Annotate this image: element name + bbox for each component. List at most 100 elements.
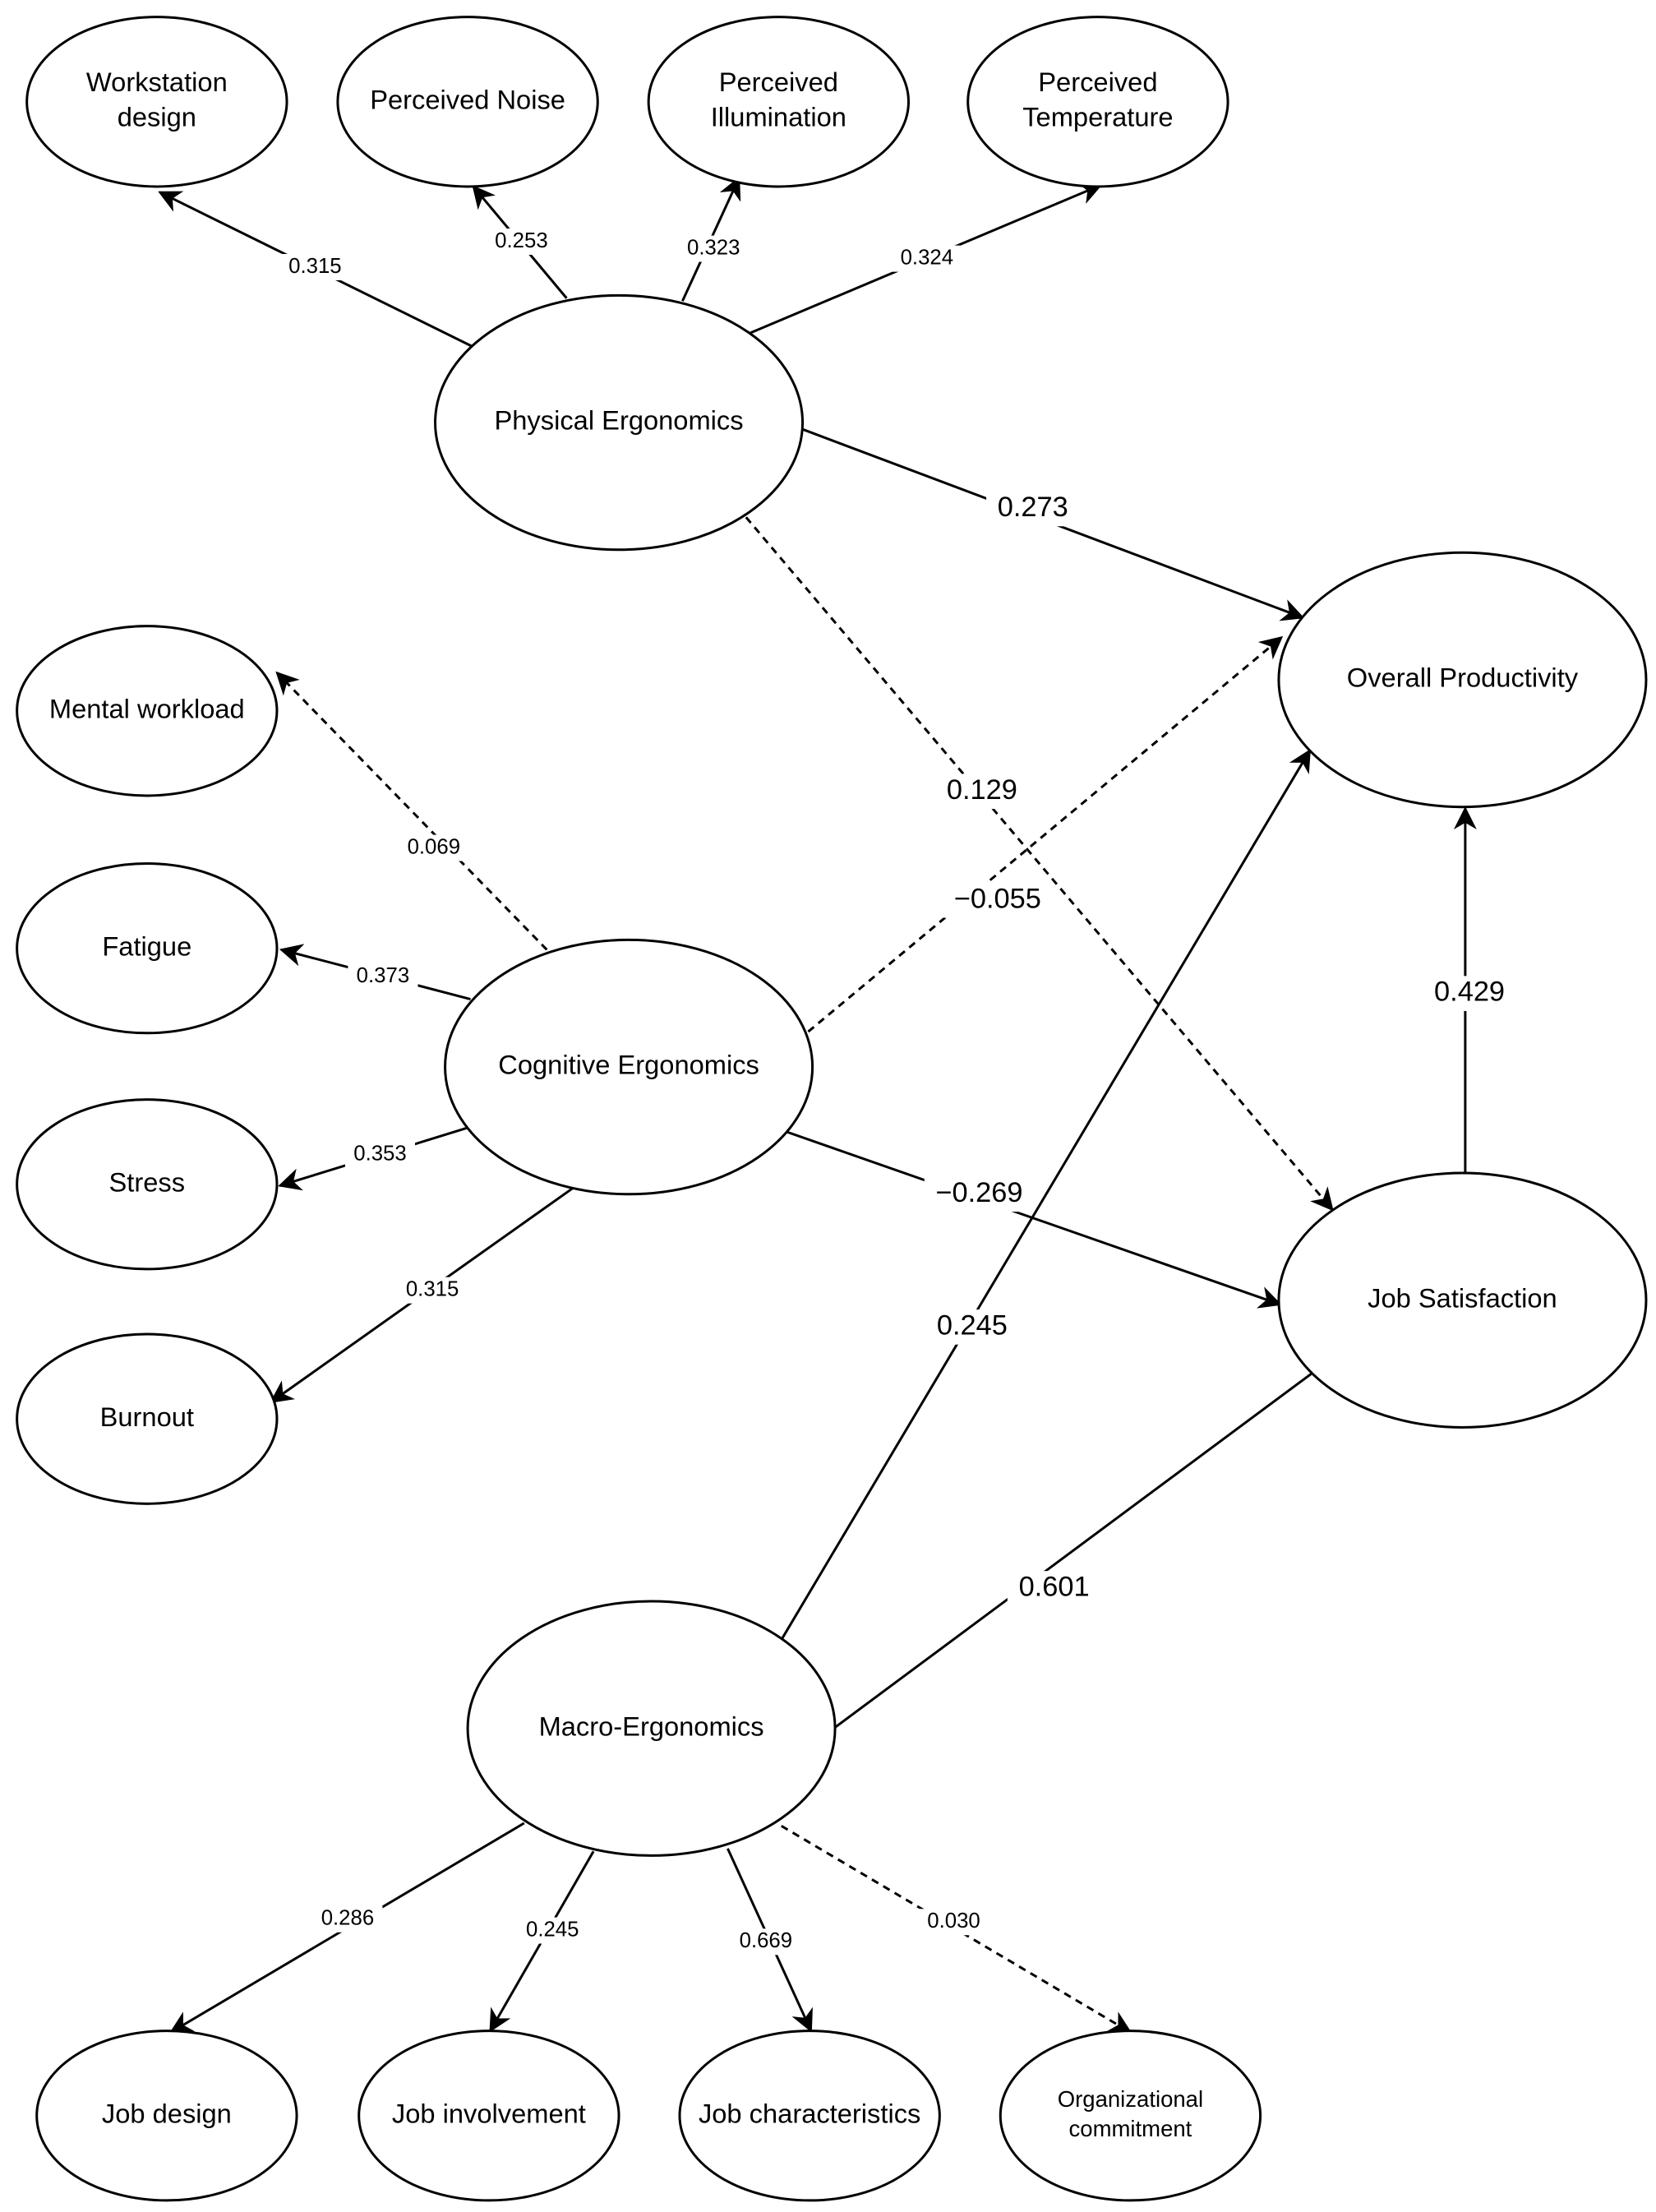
edge-label-me-ji: 0.245	[526, 1918, 579, 1941]
edge-js-op: 0.429	[1423, 806, 1516, 1174]
node-workstation-design: Workstation design	[25, 16, 288, 188]
edge-pe-ws: 0.315	[158, 191, 473, 348]
edge-label-bg-me-ji	[517, 1917, 588, 1944]
node-shape-physical-ergonomics	[434, 293, 805, 552]
edge-label-pe-pt: 0.324	[901, 246, 953, 269]
edge-me-ji: 0.245	[489, 1850, 595, 2033]
node-shape-job-design	[35, 2030, 298, 2202]
edge-pe-js: 0.129	[745, 516, 1334, 1212]
node-burnout: Burnout	[16, 1332, 279, 1505]
edge-line-ce-mw	[275, 671, 548, 951]
node-label-perceived-noise: Perceived Noise	[370, 84, 565, 114]
node-label-fatigue: Fatigue	[102, 931, 191, 961]
node-label-workstation-design-line-2: design	[118, 102, 196, 132]
edge-label-me-oc: 0.030	[927, 1910, 980, 1933]
node-shape-job-satisfaction	[1277, 1171, 1648, 1429]
node-label-cognitive-ergonomics: Cognitive Ergonomics	[498, 1050, 759, 1080]
node-shape-workstation-design	[25, 16, 288, 188]
node-label-macro-ergonomics: Macro-Ergonomics	[539, 1711, 764, 1741]
node-label-stress: Stress	[109, 1166, 186, 1197]
edge-label-bg-ce-mw	[399, 834, 469, 861]
edge-line-me-js	[833, 1352, 1340, 1729]
node-label-workstation-design-line-1: Workstation	[86, 67, 228, 97]
node-physical-ergonomics: Physical Ergonomics	[434, 293, 805, 552]
node-shape-perceived-temperature	[966, 16, 1229, 188]
edge-ce-fa: 0.373	[279, 944, 471, 1000]
node-label-perceived-temperature-line-2: Temperature	[1022, 102, 1173, 132]
edge-label-bg-me-jd	[312, 1905, 383, 1933]
node-label-organizational-commitment-line-2: commitment	[1069, 2116, 1192, 2141]
node-job-satisfaction: Job Satisfaction	[1277, 1171, 1648, 1429]
node-shape-stress	[16, 1098, 279, 1271]
node-label-job-satisfaction: Job Satisfaction	[1368, 1282, 1557, 1313]
edge-label-bg-pe-pt	[892, 245, 962, 272]
node-label-organizational-commitment-line-1: Organizational	[1058, 2086, 1203, 2112]
node-shape-overall-productivity	[1277, 551, 1648, 809]
nodes-layer: Workstation design Perceived Noise Perceive…	[16, 16, 1648, 2202]
edge-ce-js: −0.269	[786, 1130, 1282, 1309]
node-label-job-characteristics: Job characteristics	[699, 2098, 920, 2128]
node-cognitive-ergonomics: Cognitive Ergonomics	[444, 938, 814, 1196]
node-shape-fatigue	[16, 861, 279, 1035]
edge-label-me-js: 0.601	[1019, 1572, 1090, 1603]
node-label-job-involvement: Job involvement	[392, 2098, 586, 2128]
node-shape-perceived-noise	[336, 16, 599, 188]
edge-label-pe-js: 0.129	[947, 774, 1017, 806]
edge-label-me-jc: 0.669	[740, 1929, 792, 1952]
edge-label-bg-me-oc	[918, 1909, 989, 1936]
node-shape-mental-workload	[16, 625, 279, 797]
edge-label-bg-me-jc	[731, 1928, 801, 1956]
edge-me-op: 0.245	[778, 748, 1312, 1643]
node-label-physical-ergonomics: Physical Ergonomics	[494, 405, 743, 436]
edge-ce-st: 0.353	[278, 1126, 468, 1191]
node-mental-workload: Mental workload	[16, 625, 279, 797]
edge-label-ce-st: 0.353	[353, 1142, 406, 1165]
edge-label-bg-ce-op	[943, 882, 1053, 918]
node-label-overall-productivity: Overall Productivity	[1347, 663, 1579, 693]
node-label-mental-workload: Mental workload	[49, 693, 245, 723]
node-job-involvement: Job involvement	[357, 2030, 620, 2202]
edge-label-bg-pe-pn	[486, 229, 556, 255]
edge-line-ce-op	[807, 635, 1284, 1033]
node-macro-ergonomics: Macro-Ergonomics	[466, 1600, 837, 1857]
edge-label-pe-op: 0.273	[998, 492, 1068, 523]
edge-label-bg-js-op	[1423, 976, 1516, 1011]
edge-label-ce-js: −0.269	[935, 1177, 1022, 1208]
edge-line-pe-js	[745, 516, 1334, 1212]
node-shape-job-characteristics	[678, 2030, 941, 2202]
node-shape-organizational-commitment	[999, 2030, 1262, 2202]
edge-label-pe-ws: 0.315	[288, 255, 341, 278]
edge-label-pe-pn: 0.253	[495, 229, 547, 252]
node-label-perceived-illumination-line-1: Perceived	[719, 67, 838, 97]
node-shape-job-involvement	[357, 2030, 620, 2202]
edge-me-jc: 0.669	[727, 1848, 813, 2033]
edge-me-jd: 0.286	[169, 1822, 525, 2034]
edge-ce-op: −0.055	[807, 635, 1284, 1033]
edge-me-oc: 0.030	[781, 1825, 1132, 2034]
edge-label-ce-fa: 0.373	[357, 964, 409, 987]
edge-pe-pn: 0.253	[472, 185, 568, 299]
edge-ce-bu: 0.315	[270, 1187, 574, 1403]
node-job-characteristics: Job characteristics	[678, 2030, 941, 2202]
edge-label-bg-pe-ws	[279, 253, 350, 280]
node-shape-macro-ergonomics	[466, 1600, 837, 1857]
edge-label-ce-bu: 0.315	[406, 1278, 459, 1301]
edge-label-bg-pe-pi	[678, 235, 749, 262]
node-label-perceived-illumination-line-2: Illumination	[711, 102, 846, 132]
edge-line-me-op	[778, 748, 1312, 1643]
node-label-burnout: Burnout	[100, 1402, 194, 1432]
edge-label-ce-mw: 0.069	[408, 835, 460, 858]
edge-label-bg-me-op	[925, 1309, 1019, 1345]
node-fatigue: Fatigue	[16, 861, 279, 1035]
edge-line-ce-js	[786, 1130, 1282, 1309]
edge-pe-op: 0.273	[799, 427, 1305, 621]
node-shape-cognitive-ergonomics	[444, 938, 814, 1196]
edge-label-js-op: 0.429	[1434, 977, 1505, 1008]
edge-label-bg-pe-js	[935, 774, 1029, 810]
edge-label-bg-pe-op	[986, 491, 1080, 527]
edge-ce-mw: 0.069	[275, 671, 548, 951]
edge-pe-pt: 0.324	[748, 182, 1103, 335]
